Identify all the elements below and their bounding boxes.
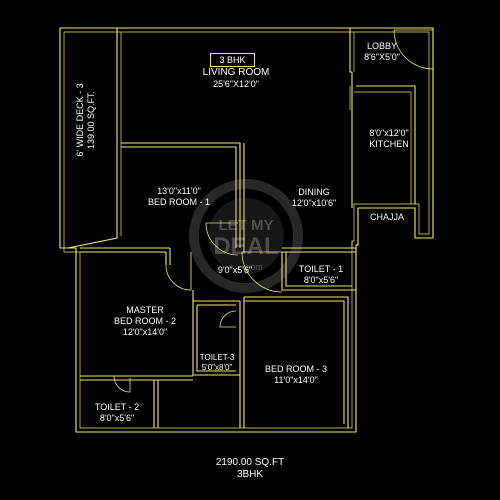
toilet1-wall bbox=[281, 247, 356, 291]
toilet3-size: 5'0"x8'0" bbox=[201, 363, 233, 372]
toilet1-size: 8'0"x5'6" bbox=[303, 275, 339, 285]
bedroom3-size: 11'0"x14'0" bbox=[274, 375, 318, 385]
passage-size: 9'0"x5'6" bbox=[217, 265, 253, 275]
lobby-size: 8'6"X5'0" bbox=[364, 52, 400, 62]
passage-door bbox=[165, 252, 192, 291]
lobby-wall bbox=[349, 28, 352, 73]
toilet1-door bbox=[241, 251, 283, 293]
passage-wall bbox=[80, 247, 171, 265]
master-size: 12'0"x14'0" bbox=[122, 327, 168, 337]
deck-name: 6' WIDE DECK - 3 bbox=[75, 83, 85, 157]
toilet2-name: TOILET - 2 bbox=[94, 402, 140, 412]
living-room-size: 25'6"X12'0" bbox=[213, 79, 259, 89]
bedroom3-wall bbox=[239, 296, 349, 428]
toilet2-size: 8'0"x5'6" bbox=[99, 413, 135, 423]
lobby-name: LOBBY bbox=[366, 41, 397, 51]
lobby-door bbox=[393, 29, 434, 70]
living-room-name: LIVING ROOM bbox=[202, 67, 270, 78]
kitchen-size: 8'0"x12'0" bbox=[369, 128, 409, 138]
toilet1-name: TOILET - 1 bbox=[298, 264, 344, 274]
deck-wall bbox=[67, 28, 118, 249]
watermark-text-2: DEAL bbox=[213, 233, 278, 260]
flat-type: 3BHK bbox=[236, 469, 264, 480]
toilet2-wall bbox=[153, 380, 159, 428]
toilet3-door bbox=[219, 310, 237, 328]
master-name-2: BED ROOM - 2 bbox=[113, 316, 176, 326]
master-name: MASTER bbox=[126, 305, 164, 315]
kitchen-wall-2 bbox=[349, 86, 412, 204]
master-wall bbox=[80, 290, 194, 381]
bedroom1-size: 13'0"x11'0" bbox=[157, 186, 201, 196]
dining-name: DINING bbox=[298, 187, 330, 197]
total-area: 2190.00 SQ.FT bbox=[215, 457, 285, 468]
bedroom1-name: BED ROOM - 1 bbox=[147, 197, 210, 207]
deck-area: 139.00 SQ.FT. bbox=[86, 90, 96, 150]
kitchen-wall bbox=[351, 72, 416, 208]
watermark-text-1: LET MY bbox=[219, 217, 274, 234]
bedroom1-wall bbox=[121, 142, 245, 252]
dining-size: 12'0"x10'6" bbox=[291, 198, 337, 208]
watermark-text-3: .com bbox=[243, 262, 263, 272]
watermark-logo: LET MY DEAL .com bbox=[189, 179, 303, 293]
toilet3-name: TOILET-3 bbox=[199, 353, 235, 362]
bedroom3-name: BED ROOM - 3 bbox=[264, 364, 327, 374]
outer-wall bbox=[59, 27, 434, 433]
toilet3-wall bbox=[192, 300, 240, 376]
kitchen-name: KITCHEN bbox=[369, 139, 409, 149]
chajja-name: CHAJJA bbox=[369, 212, 404, 222]
bedroom1-door bbox=[205, 222, 239, 256]
bhk-badge: 3 BHK bbox=[210, 53, 255, 67]
deck-label: 6' WIDE DECK - 3 139.00 SQ.FT. bbox=[75, 83, 97, 156]
toilet2-door bbox=[113, 375, 131, 393]
